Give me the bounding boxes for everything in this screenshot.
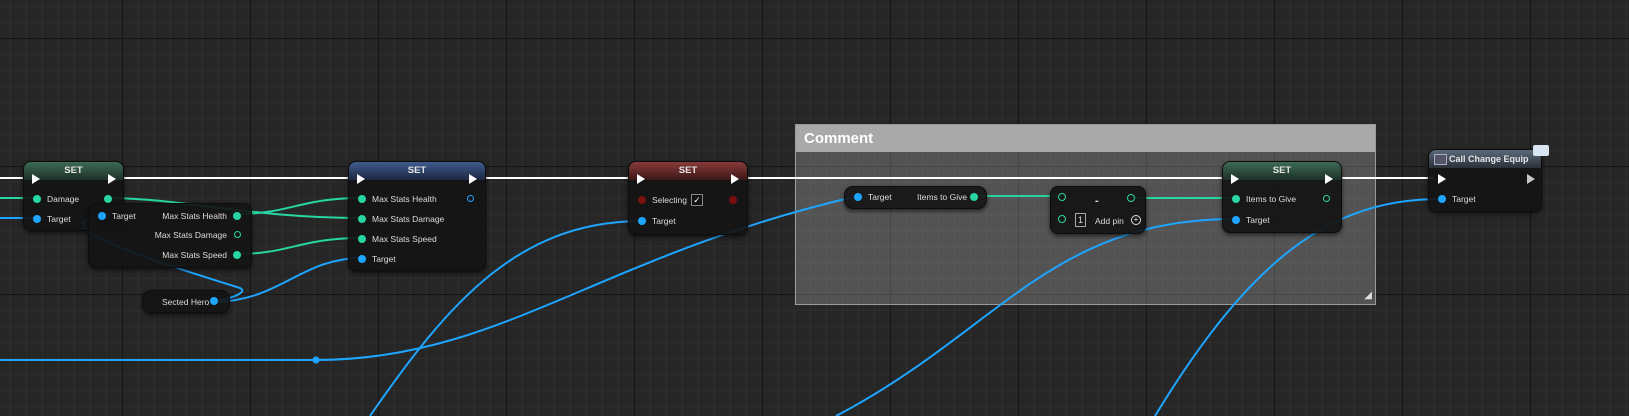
- pin-label: Max Stats Health: [162, 211, 227, 221]
- damage-out-pin[interactable]: [234, 231, 241, 238]
- set-items-to-give-node[interactable]: SET Items to Give Target: [1222, 161, 1342, 233]
- speed-in-pin[interactable]: [358, 235, 366, 243]
- health-out-pin[interactable]: [233, 212, 241, 220]
- pin-label: Target: [112, 211, 136, 221]
- target-in-pin[interactable]: [1438, 195, 1446, 203]
- damage-out-pin[interactable]: [104, 195, 112, 203]
- exec-out-pin[interactable]: [1325, 174, 1333, 184]
- selected-hero-out-pin[interactable]: [210, 297, 218, 305]
- get-max-stats-node[interactable]: Target Max Stats Health Max Stats Damage…: [88, 203, 252, 268]
- exec-in-pin[interactable]: [32, 174, 40, 184]
- result-out-pin[interactable]: [1127, 194, 1135, 202]
- target-in-pin[interactable]: [358, 255, 366, 263]
- pin-label: Selecting: [652, 195, 687, 205]
- pin-label: Target: [47, 214, 71, 224]
- pin-label: Damage: [47, 194, 80, 204]
- node-title: SET: [1223, 162, 1341, 180]
- target-in-pin[interactable]: [854, 193, 862, 201]
- message-icon: [1533, 145, 1549, 156]
- a-in-pin[interactable]: [1058, 193, 1066, 201]
- damage-in-pin[interactable]: [358, 215, 366, 223]
- speed-out-pin[interactable]: [233, 251, 241, 259]
- pin-label: Items to Give: [917, 192, 968, 202]
- health-in-pin[interactable]: [358, 195, 366, 203]
- pin-label: Max Stats Damage: [154, 230, 227, 240]
- target-in-pin[interactable]: [33, 215, 41, 223]
- pin-label: Target: [652, 216, 676, 226]
- target-in-pin[interactable]: [98, 212, 106, 220]
- function-icon: [1434, 154, 1447, 165]
- pin-label: Max Stats Health: [372, 194, 437, 204]
- pin-label: Max Stats Speed: [372, 234, 437, 244]
- resize-handle-icon[interactable]: ◢: [1364, 290, 1372, 301]
- subtract-node[interactable]: - 1 Add pin +: [1050, 186, 1146, 234]
- exec-in-pin[interactable]: [357, 174, 365, 184]
- selecting-out-pin[interactable]: [729, 196, 737, 204]
- add-pin-label[interactable]: Add pin: [1095, 216, 1124, 226]
- exec-in-pin[interactable]: [1231, 174, 1239, 184]
- set-selecting-node[interactable]: SET Selecting ✓ Target: [628, 161, 748, 235]
- pin-label: Target: [1452, 194, 1476, 204]
- get-items-to-give-node[interactable]: Target Items to Give: [844, 186, 987, 209]
- selected-hero-node[interactable]: Sected Hero: [142, 290, 230, 313]
- add-pin-icon[interactable]: +: [1131, 215, 1141, 225]
- items-in-pin[interactable]: [1232, 195, 1240, 203]
- node-title: Call Change Equip: [1429, 150, 1541, 168]
- pin-label: Items to Give: [1246, 194, 1297, 204]
- node-title: SET: [24, 162, 123, 180]
- exec-out-pin[interactable]: [1527, 174, 1535, 184]
- items-out-pin[interactable]: [1323, 195, 1330, 202]
- node-title: SET: [349, 162, 485, 180]
- pin-label: Max Stats Speed: [162, 250, 227, 260]
- pin-label: Target: [868, 192, 892, 202]
- b-in-pin[interactable]: [1058, 215, 1066, 223]
- selecting-checkbox[interactable]: ✓: [691, 194, 703, 206]
- damage-in-pin[interactable]: [33, 195, 41, 203]
- items-out-pin[interactable]: [970, 193, 978, 201]
- set-max-stats-node[interactable]: SET Max Stats Health Max Stats Damage Ma…: [348, 161, 486, 271]
- target-in-pin[interactable]: [638, 217, 646, 225]
- index-field[interactable]: 1: [1075, 213, 1086, 227]
- exec-in-pin[interactable]: [1438, 174, 1446, 184]
- pin-label: Target: [372, 254, 396, 264]
- operator-label: -: [1095, 195, 1099, 207]
- exec-out-pin[interactable]: [731, 174, 739, 184]
- health-out-pin[interactable]: [467, 195, 474, 202]
- pin-label: Max Stats Damage: [372, 214, 445, 224]
- pin-label: Target: [1246, 215, 1270, 225]
- exec-out-pin[interactable]: [108, 174, 116, 184]
- selecting-in-pin[interactable]: [638, 196, 646, 204]
- comment-title[interactable]: Comment: [796, 125, 1375, 152]
- exec-out-pin[interactable]: [469, 174, 477, 184]
- target-in-pin[interactable]: [1232, 216, 1240, 224]
- exec-in-pin[interactable]: [637, 174, 645, 184]
- node-title: SET: [629, 162, 747, 180]
- variable-label: Sected Hero: [162, 297, 210, 307]
- call-change-equip-node[interactable]: Call Change Equip Target: [1428, 145, 1549, 212]
